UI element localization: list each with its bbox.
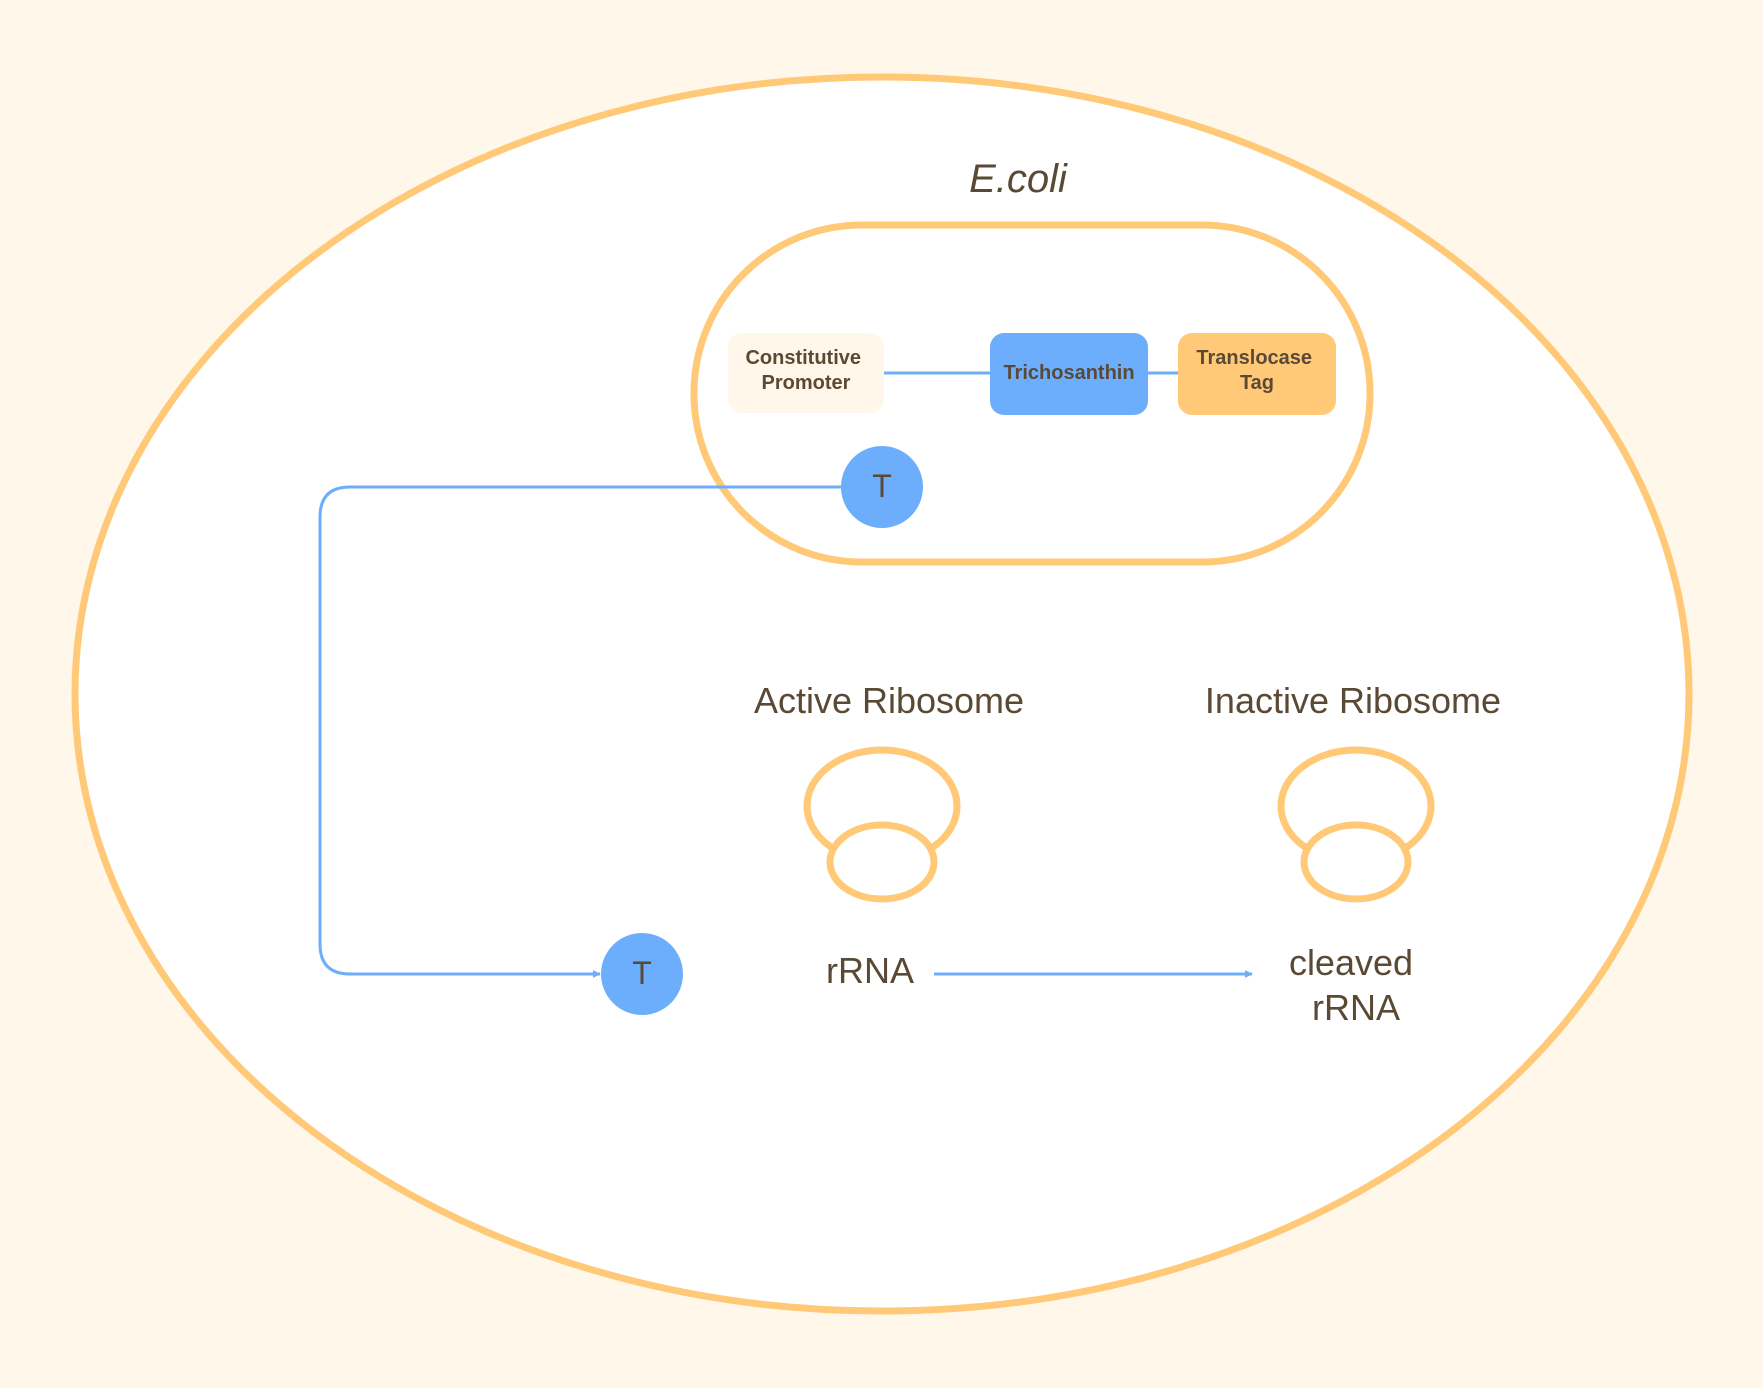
svg-text:Constitutive Promoter: Constitutive Promoter [745,347,866,394]
cell-title: E.coli [969,157,1068,201]
promoter-label-line1: Constitutive [745,347,861,369]
cleaved-rrna-label: cleaved rRNA [1289,942,1423,1028]
translocase-tag-box: Translocase Tag [1178,333,1336,415]
active-ribosome-label: Active Ribosome [754,680,1024,721]
tag-label-line2: Tag [1240,372,1274,394]
protein-t-source: T [841,446,923,528]
export-arrow [318,485,842,978]
trichosanthin-label: Trichosanthin [1003,362,1134,384]
svg-text:Translocase Tag: Translocase Tag [1196,347,1317,394]
trichosanthin-box: Trichosanthin [990,333,1148,415]
tag-label-line1: Translocase [1196,347,1312,369]
inactive-ribosome-icon [1277,746,1435,903]
cleaved-rrna-line1: cleaved [1289,942,1413,983]
protein-t-source-label: T [872,468,892,504]
promoter-box: Constitutive Promoter [728,333,884,413]
cleaved-rrna-line2: rRNA [1312,987,1400,1028]
inactive-ribosome-label: Inactive Ribosome [1205,680,1501,721]
protein-t-released-label: T [632,955,652,991]
protein-t-released: T [601,933,683,1015]
rrna-label: rRNA [826,950,914,991]
promoter-label-line2: Promoter [762,372,851,394]
active-ribosome-icon [803,746,961,903]
